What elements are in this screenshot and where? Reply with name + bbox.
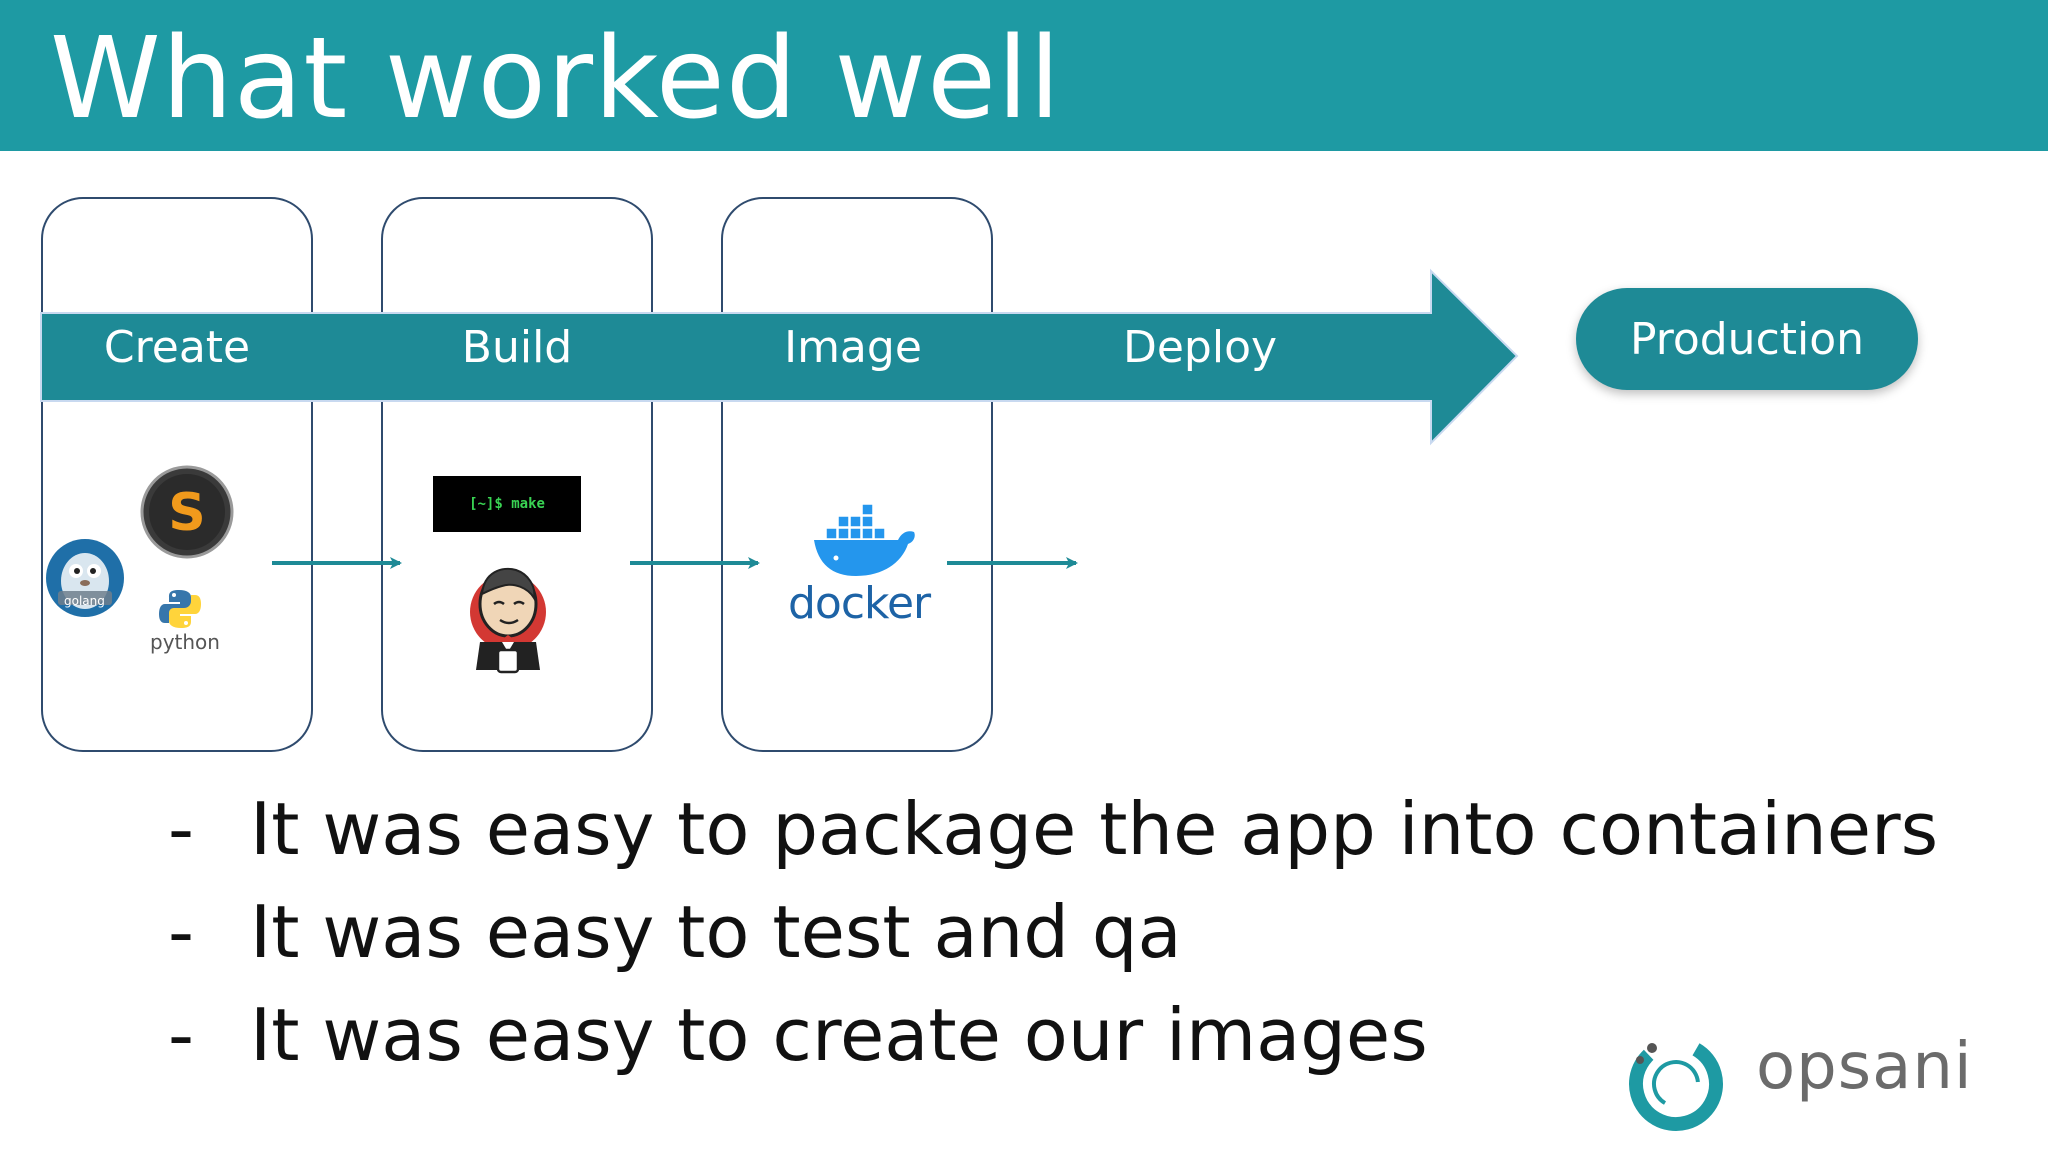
bullet-dash: - — [168, 993, 194, 1077]
terminal-icon: [~]$ make — [433, 476, 581, 532]
docker-whale-icon — [814, 503, 915, 576]
sublime-text-icon: S — [140, 465, 234, 559]
jenkins-icon — [470, 567, 546, 674]
production-badge: Production — [1576, 288, 1918, 390]
bullet-dash: - — [168, 787, 194, 871]
golang-gopher-icon — [46, 539, 124, 617]
golang-label: golang — [64, 594, 105, 608]
bullet-dash: - — [168, 890, 194, 974]
bullet-text: It was easy to create our images — [250, 993, 1428, 1077]
title-bar: What worked well — [0, 0, 2048, 151]
python-label: python — [150, 630, 220, 654]
svg-text:S: S — [168, 483, 205, 543]
opsani-ring-icon — [1629, 1037, 1723, 1131]
step-label-create: Create — [103, 322, 251, 373]
slide-title: What worked well — [50, 14, 1062, 144]
stage-box-image — [721, 197, 993, 752]
bullet-text: It was easy to test and qa — [250, 890, 1182, 974]
brand-name: opsani — [1756, 1030, 1973, 1104]
step-label-deploy: Deploy — [1122, 322, 1278, 373]
step-label-image: Image — [784, 322, 922, 373]
docker-label: docker — [788, 578, 931, 629]
python-icon — [159, 590, 201, 628]
step-label-build: Build — [461, 322, 573, 373]
bullet-text: It was easy to package the app into cont… — [250, 787, 1939, 871]
